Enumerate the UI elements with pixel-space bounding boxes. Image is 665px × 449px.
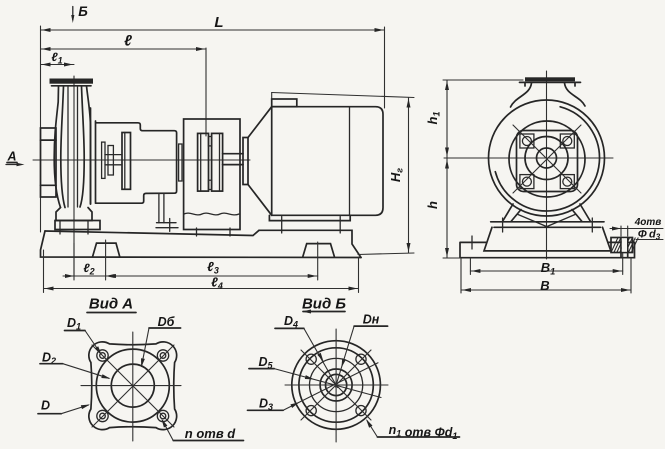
svg-text:ℓ: ℓ <box>124 33 132 50</box>
svg-text:h: h <box>425 201 440 209</box>
svg-text:D: D <box>41 399 50 413</box>
svg-text:Вид Б: Вид Б <box>302 296 346 313</box>
svg-text:4отв: 4отв <box>634 217 662 228</box>
svg-text:ℓ4: ℓ4 <box>211 275 223 292</box>
svg-text:В: В <box>540 278 549 293</box>
svg-text:L: L <box>214 14 223 31</box>
svg-text:ℓ3: ℓ3 <box>207 259 219 276</box>
svg-text:ℓ1: ℓ1 <box>51 50 62 66</box>
svg-text:ℓ2: ℓ2 <box>83 261 94 277</box>
svg-text:Φ d3: Φ d3 <box>638 229 661 242</box>
svg-text:А: А <box>6 150 16 164</box>
svg-text:Вид А: Вид А <box>89 296 133 313</box>
svg-text:n отв d: n отв d <box>185 426 237 441</box>
svg-text:Dб: Dб <box>158 315 176 329</box>
svg-text:Б: Б <box>78 4 88 19</box>
svg-text:Dн: Dн <box>363 313 380 327</box>
